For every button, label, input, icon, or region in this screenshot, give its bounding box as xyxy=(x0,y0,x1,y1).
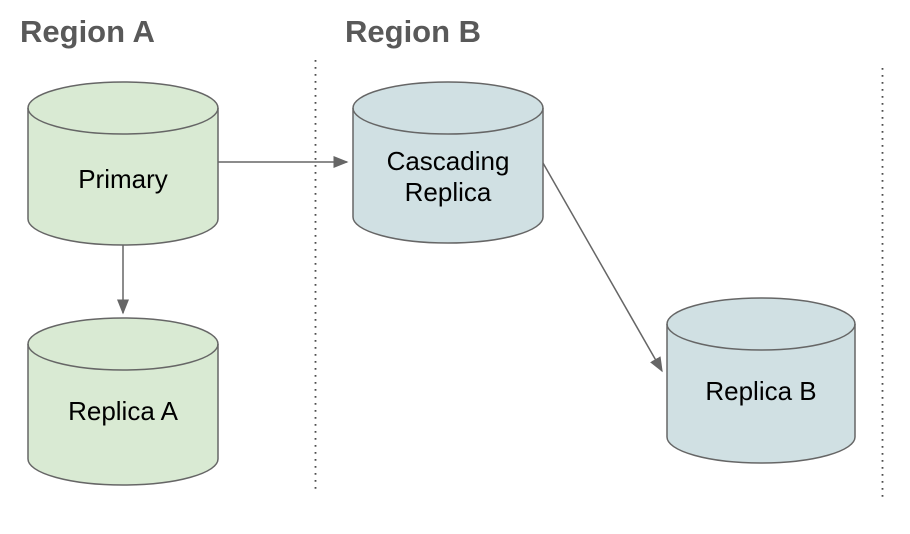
node-cascading-replica: Cascading Replica xyxy=(352,81,544,244)
cascading-replica-cylinder-icon xyxy=(352,81,544,244)
node-replica-b: Replica B xyxy=(666,297,856,464)
cascading-replica-cylinder-rim xyxy=(352,107,544,135)
node-replica-a: Replica A xyxy=(27,317,219,486)
replica-b-cylinder-rim xyxy=(666,323,856,351)
replica-a-cylinder-rim xyxy=(27,343,219,371)
cascading-replica-label-line2: Replica xyxy=(405,177,492,207)
replica-b-cylinder-icon xyxy=(666,297,856,464)
edge-cascading-replica-to-replica-b xyxy=(542,162,663,373)
region-a-heading: Region A xyxy=(20,14,155,49)
region-b-heading: Region B xyxy=(345,14,481,49)
replica-b-label: Replica B xyxy=(705,376,816,406)
replica-a-cylinder-icon xyxy=(27,317,219,486)
replica-a-label: Replica A xyxy=(68,396,178,426)
primary-cylinder-icon xyxy=(27,81,219,246)
cascading-replica-label-line1: Cascading xyxy=(387,146,510,176)
primary-label: Primary xyxy=(78,164,168,194)
node-primary: Primary xyxy=(27,81,219,246)
primary-cylinder-rim xyxy=(27,107,219,135)
